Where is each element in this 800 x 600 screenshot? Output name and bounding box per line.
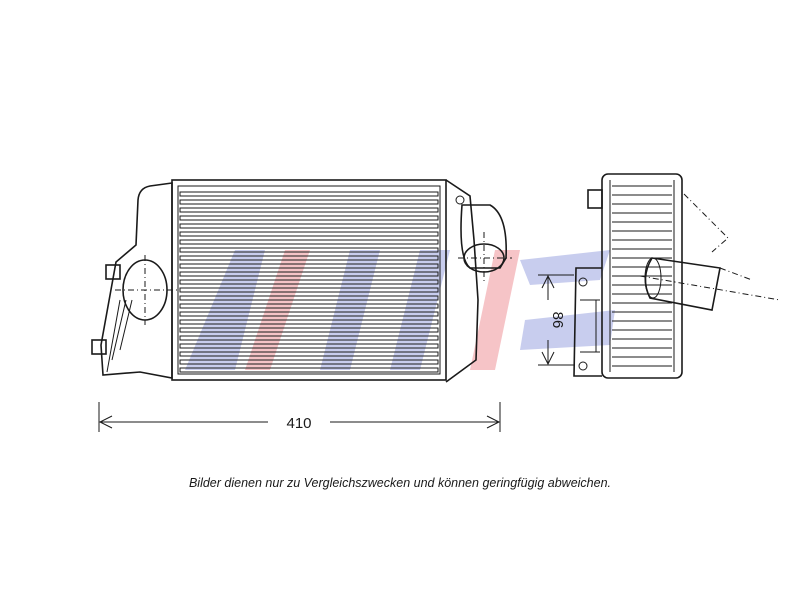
right-end-tank [445, 179, 479, 383]
core-fin [179, 343, 439, 349]
core-fin [179, 295, 439, 301]
front-view [91, 179, 512, 383]
disclaimer-caption: Bilder dienen nur zu Vergleichszwecken u… [188, 476, 612, 490]
core-fin [179, 319, 439, 325]
core-fin [179, 231, 439, 237]
core-fin [179, 335, 439, 341]
side-top-fitting [587, 189, 603, 209]
core-fins [179, 191, 439, 373]
left-end-tank [100, 182, 173, 379]
side-view-body [601, 173, 683, 379]
core-fin [179, 239, 439, 245]
core-fin [179, 287, 439, 293]
width-dimension-label: 410 [286, 415, 311, 432]
core-fin [179, 351, 439, 357]
core-fin [179, 223, 439, 229]
core-fin [179, 279, 439, 285]
side-mount-bracket [573, 267, 602, 377]
height-dimension-label: 86 [549, 312, 566, 329]
side-view-fins [612, 185, 672, 367]
core-fin [179, 327, 439, 333]
core-fin [179, 255, 439, 261]
core-fin [179, 311, 439, 317]
core-fin [179, 271, 439, 277]
radiator-core [171, 179, 447, 381]
core-fin [179, 207, 439, 213]
core-fin [179, 199, 439, 205]
core-fin [179, 263, 439, 269]
core-fin [179, 359, 439, 365]
height-dimension [538, 274, 574, 366]
core-fin [179, 367, 439, 373]
width-dimension [98, 402, 501, 432]
side-view [573, 173, 781, 379]
left-fitting [105, 264, 121, 280]
core-fin [179, 215, 439, 221]
right-outlet-pipe [460, 204, 507, 269]
core-fin [179, 247, 439, 253]
core-fin [179, 191, 439, 197]
left-bracket [91, 339, 107, 355]
core-fin [179, 303, 439, 309]
